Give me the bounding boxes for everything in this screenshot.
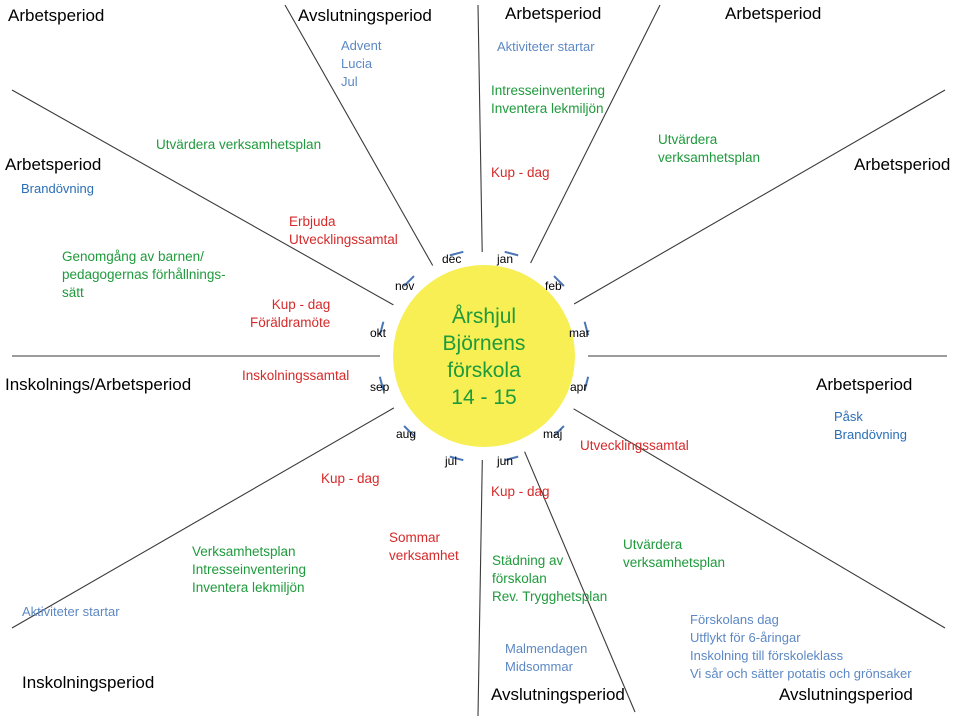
month-tick-1 <box>504 250 519 257</box>
period-label-bottom-left: Inskolningsperiod <box>22 673 155 692</box>
month-label-okt: okt <box>370 326 387 340</box>
activity-maj-evaluate: Utvärdera verksamhetsplan <box>623 537 726 570</box>
period-divider-lines <box>11 4 947 716</box>
month-label-dec: dec <box>442 252 462 266</box>
period-label-top-center: Arbetsperiod <box>505 4 602 23</box>
month-tick-11 <box>403 275 415 287</box>
month-tick-marks <box>378 250 590 462</box>
activity-nov-evaluate: Utvärdera verksamhetsplan <box>156 137 322 152</box>
activity-maj-events: Förskolans dag Utflykt för 6-åringar Ins… <box>690 612 912 681</box>
activity-oct-kup: Kup - dag Föräldramöte <box>250 297 331 330</box>
ray-line-top-left <box>284 4 434 266</box>
activity-jan-start: Aktiviteter startar <box>497 39 595 54</box>
activity-aug-kup: Kup - dag <box>321 471 380 486</box>
month-label-sep: sep <box>370 380 390 394</box>
month-label-nov: nov <box>395 279 415 293</box>
month-label-jul: jul <box>445 454 458 468</box>
activity-jan-kup: Kup - dag <box>491 165 550 180</box>
activity-feb-evaluate: Utvärdera verksamhetsplan <box>658 132 761 165</box>
sun-circle <box>393 265 575 447</box>
period-label-bottom-center: Avslutningsperiod <box>491 685 625 704</box>
month-label-apr: apr <box>570 380 588 394</box>
activity-jul-summer: Sommar verksamhet <box>389 530 459 563</box>
activity-dec-holidays: Advent Lucia Jul <box>341 38 382 89</box>
month-label-aug: aug <box>396 427 417 441</box>
month-tick-6 <box>504 455 519 462</box>
period-label-top-avslutning: Avslutningsperiod <box>298 6 432 25</box>
period-label-top-left: Arbetsperiod <box>8 6 105 25</box>
period-label-left-middle: Inskolnings/Arbetsperiod <box>5 375 192 394</box>
ray-line-bottom-right <box>524 451 636 713</box>
center-title: Årshjul Björnens förskola 14 - 15 <box>442 305 526 409</box>
ray-line-top-center <box>477 4 483 253</box>
month-label-mar: mar <box>569 326 590 340</box>
month-tick-12 <box>449 250 464 257</box>
month-label-jan: jan <box>497 252 514 266</box>
activity-sep-talk: Inskolningssamtal <box>242 368 350 383</box>
ray-line-top-right <box>530 4 661 264</box>
month-tick-9 <box>378 376 385 391</box>
activity-jun-kup: Kup - dag <box>491 484 550 499</box>
period-label-left-upper: Arbetsperiod <box>5 155 102 174</box>
ray-line-lower-left <box>11 407 395 629</box>
activity-jun-cleaning: Städning av förskolan Rev. Trygghetsplan <box>492 553 608 604</box>
month-tick-10 <box>378 321 385 336</box>
month-label-jun: jun <box>497 454 514 468</box>
activity-nov-fire: Brandövning <box>21 181 94 196</box>
month-tick-4 <box>583 376 590 391</box>
activity-maj-talk: Utvecklingssamtal <box>580 438 689 453</box>
month-tick-3 <box>583 321 590 336</box>
activity-jan-inventory: Intresseinventering Inventera lekmiljön <box>491 83 606 116</box>
activity-nov-invite: Erbjuda Utvecklingssamtal <box>289 214 398 247</box>
month-tick-8 <box>403 425 415 437</box>
activity-aug-start: Aktiviteter startar <box>22 604 120 619</box>
month-label-feb: feb <box>545 279 562 293</box>
ray-line-upper-left <box>11 89 394 306</box>
activity-aug-plan: Verksamhetsplan Intresseinventering Inve… <box>192 544 307 595</box>
ray-line-lower-right <box>573 408 946 629</box>
ray-line-bottom-center <box>477 459 483 716</box>
ray-line-upper-right <box>573 89 946 305</box>
month-tick-2 <box>553 275 565 287</box>
month-label-maj: maj <box>543 427 563 441</box>
month-tick-7 <box>449 455 464 462</box>
activity-oct-review: Genomgång av barnen/ pedagogernas förhål… <box>62 249 226 300</box>
activity-apr-easter: Påsk Brandövning <box>834 409 907 442</box>
period-label-top-right: Arbetsperiod <box>725 4 822 23</box>
period-label-bottom-right: Avslutningsperiod <box>779 685 913 704</box>
activity-jun-midsummer: Malmendagen Midsommar <box>505 641 588 674</box>
month-tick-5 <box>553 425 565 437</box>
period-label-right-upper: Arbetsperiod <box>854 155 951 174</box>
period-label-right-middle: Arbetsperiod <box>816 375 913 394</box>
